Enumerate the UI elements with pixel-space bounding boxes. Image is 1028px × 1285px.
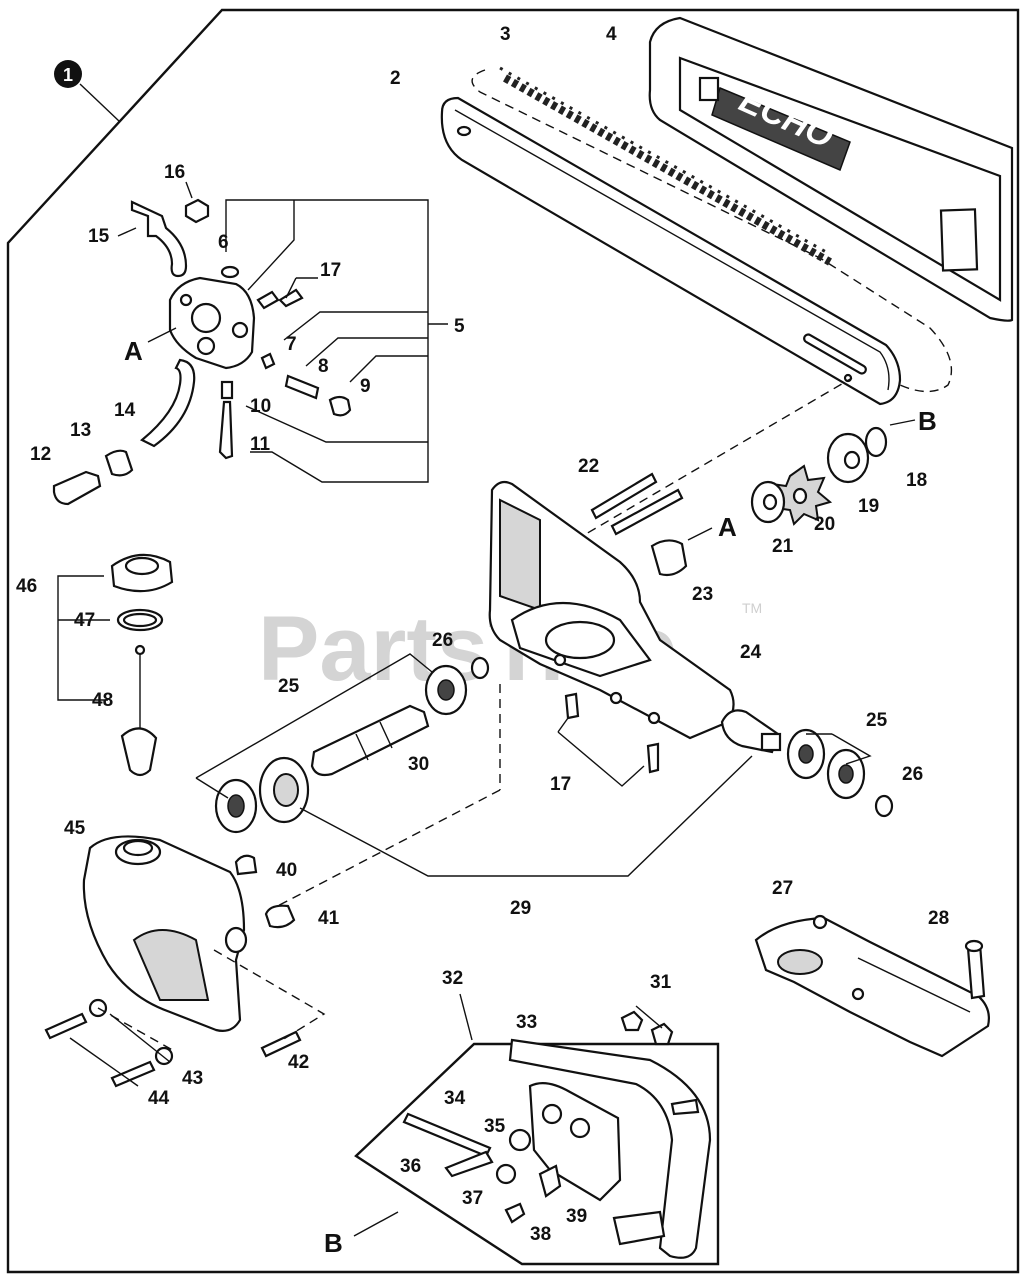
oil-cap-group <box>57 553 174 777</box>
part-label-2: 2 <box>390 68 401 89</box>
part-label-41: 41 <box>318 908 340 929</box>
part-label-26-top: 26 <box>432 630 453 651</box>
callout-marker: 1 <box>54 60 121 123</box>
part-label-46: 46 <box>16 576 37 597</box>
sprocket-stack <box>561 377 916 577</box>
part-label-11: 11 <box>250 434 271 455</box>
part-label-37: 37 <box>462 1188 483 1209</box>
part-label-20: 20 <box>814 514 835 535</box>
ref-letter-b-inset: B <box>324 1228 343 1258</box>
trademark: TM <box>742 600 762 616</box>
part-label-33: 33 <box>516 1012 537 1033</box>
ref-letter-a-pump: A <box>124 336 143 366</box>
part-label-12: 12 <box>30 444 51 465</box>
part-label-5: 5 <box>454 316 465 337</box>
bar-cover: ECHO <box>648 16 1014 322</box>
part-label-3: 3 <box>500 24 511 45</box>
diagram-frame <box>6 8 1020 1274</box>
part-label-31: 31 <box>650 972 672 993</box>
drive-shaft-group <box>195 653 894 911</box>
part-label-45: 45 <box>64 818 86 839</box>
part-label-9: 9 <box>360 376 371 397</box>
svg-text:1: 1 <box>63 65 73 85</box>
part-label-44: 44 <box>148 1088 170 1109</box>
part-label-34: 34 <box>444 1088 466 1109</box>
part-label-15: 15 <box>88 226 110 247</box>
part-label-13: 13 <box>70 420 91 441</box>
ref-letter-b-sprocket: B <box>918 406 937 436</box>
part-label-21: 21 <box>772 536 794 557</box>
part-label-16: 16 <box>164 162 185 183</box>
part-label-17-top: 17 <box>320 260 341 281</box>
part-label-26-right: 26 <box>902 764 923 785</box>
clamp-group <box>754 914 990 1058</box>
part-label-19: 19 <box>858 496 879 517</box>
part-label-48: 48 <box>92 690 113 711</box>
part-label-6: 6 <box>218 232 229 253</box>
part-label-14: 14 <box>114 400 136 421</box>
oil-pump-group <box>52 181 448 506</box>
gear-housing <box>488 480 735 740</box>
part-label-35: 35 <box>484 1116 506 1137</box>
part-label-28: 28 <box>928 908 949 929</box>
part-label-40: 40 <box>276 860 297 881</box>
part-label-42: 42 <box>288 1052 309 1073</box>
part-label-7: 7 <box>286 334 297 355</box>
part-label-36: 36 <box>400 1156 421 1177</box>
chain-brake-inset <box>353 993 720 1266</box>
part-label-25-left: 25 <box>278 676 300 697</box>
part-label-4: 4 <box>606 24 617 45</box>
oil-tank-group <box>44 835 326 1088</box>
part-label-30: 30 <box>408 754 429 775</box>
part-labels: 2 3 4 5 6 7 8 9 10 11 12 13 14 15 16 17 … <box>16 24 949 1245</box>
guide-bar <box>440 96 902 406</box>
part-label-47: 47 <box>74 610 95 631</box>
part-label-25-right: 25 <box>866 710 888 731</box>
part-label-10: 10 <box>250 396 271 417</box>
part-label-39: 39 <box>566 1206 587 1227</box>
ref-letter-a-bushing: A <box>718 512 737 542</box>
part-label-43: 43 <box>182 1068 203 1089</box>
saw-chain <box>471 66 953 393</box>
part-label-23: 23 <box>692 584 713 605</box>
part-label-27: 27 <box>772 878 793 899</box>
part-label-8: 8 <box>318 356 329 377</box>
part-label-22: 22 <box>578 456 599 477</box>
part-label-29: 29 <box>510 898 531 919</box>
part-label-17-mid: 17 <box>550 774 571 795</box>
part-label-32: 32 <box>442 968 463 989</box>
part-label-24: 24 <box>740 642 762 663</box>
part-label-38: 38 <box>530 1224 551 1245</box>
part-label-18: 18 <box>906 470 927 491</box>
